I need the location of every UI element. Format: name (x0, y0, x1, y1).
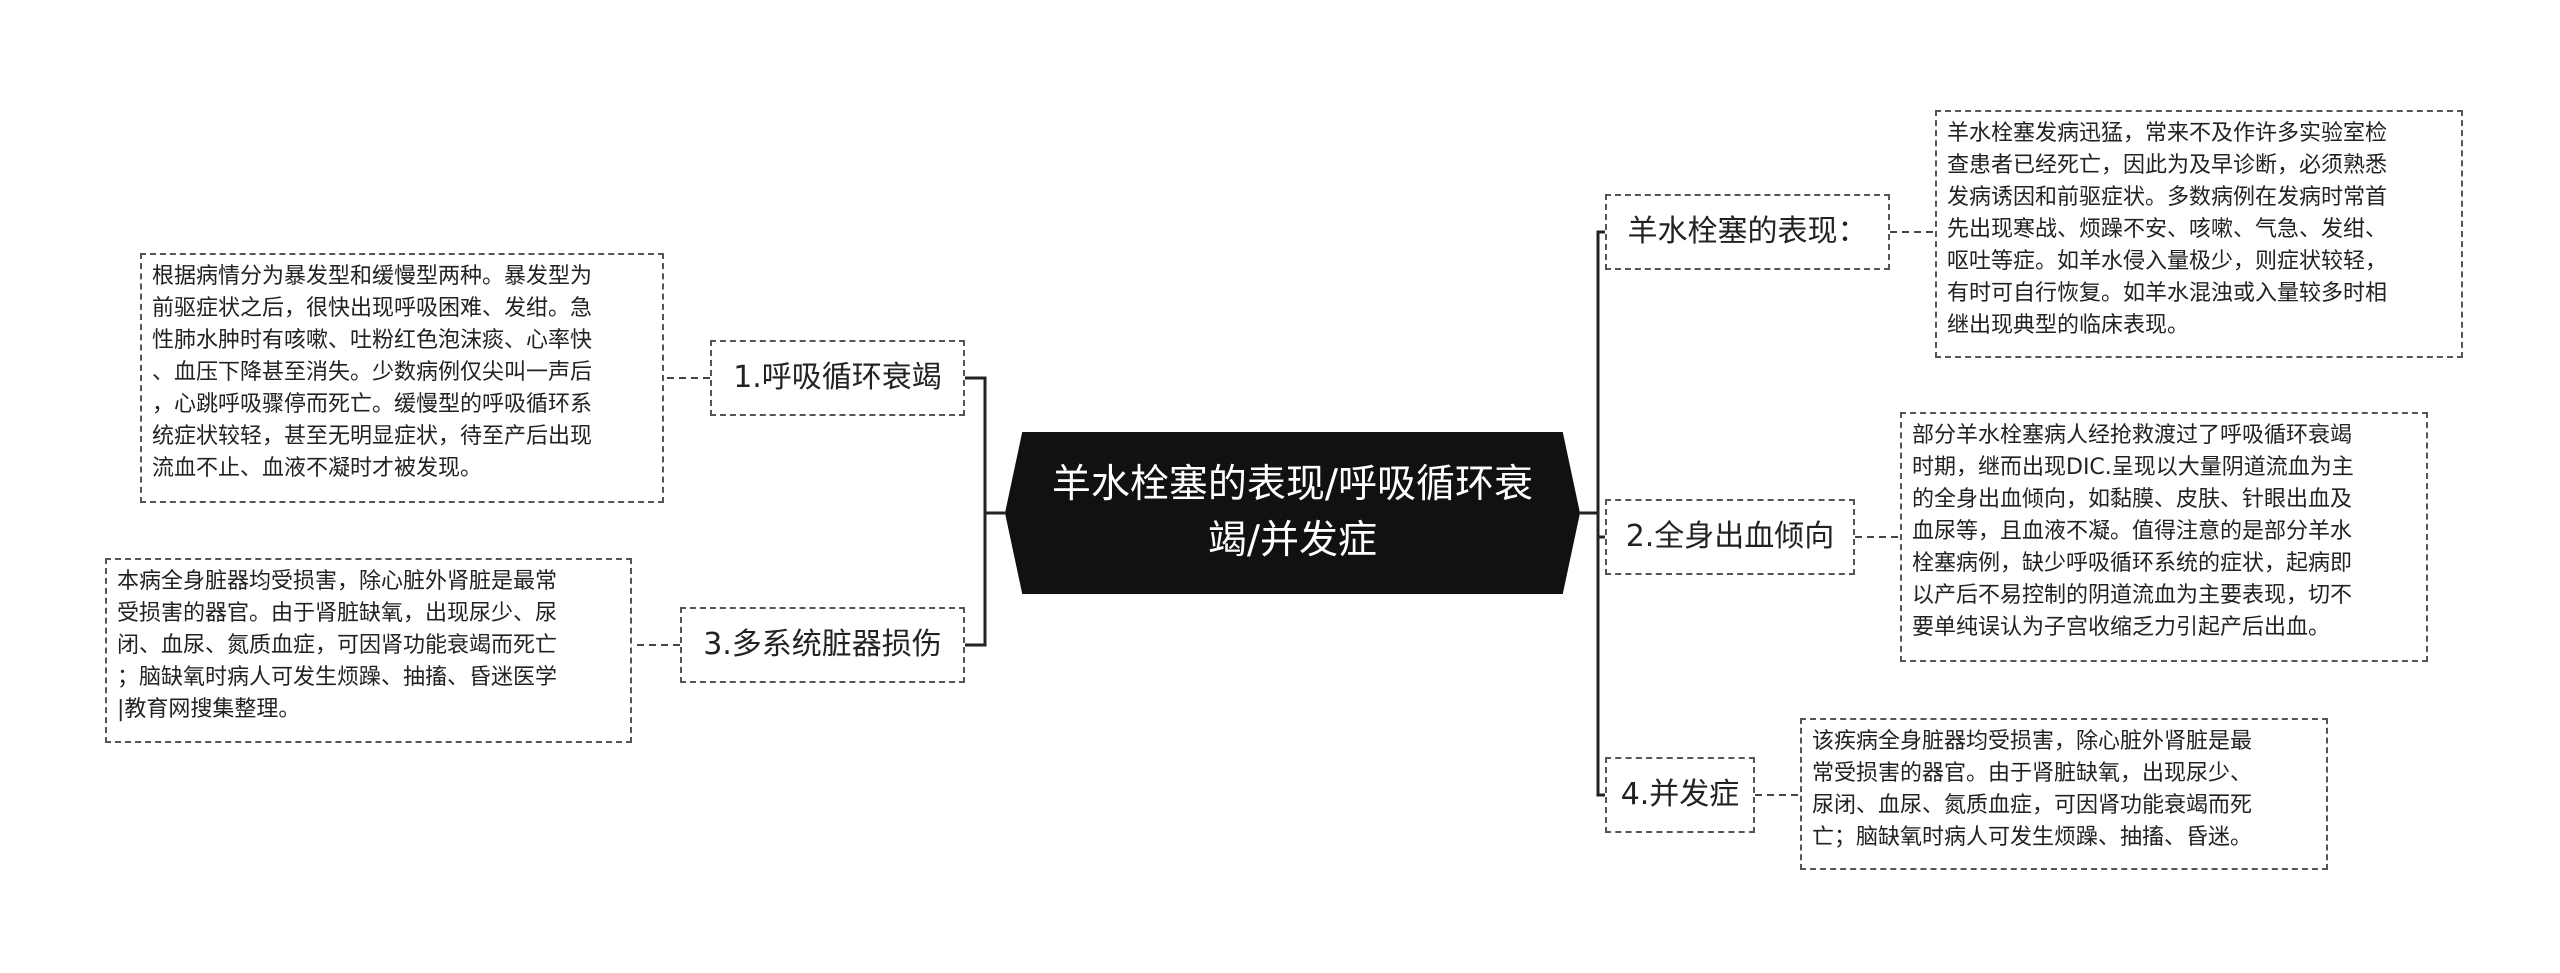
branch-label: 1.呼吸循环衰竭 (733, 360, 942, 395)
note-multi-organ-damage: 本病全身脏器均受损害，除心脏外肾脏是最常 受损害的器官。由于肾脏缺氧，出现尿少、… (105, 558, 632, 743)
central-topic[interactable]: 羊水栓塞的表现/呼吸循环衰竭/并发症 (1005, 432, 1580, 594)
central-topic-title: 羊水栓塞的表现/呼吸循环衰竭/并发症 (1051, 462, 1534, 563)
branch-label: 羊水栓塞的表现： (1627, 214, 1868, 249)
branch-label: 3.多系统脏器损伤 (703, 627, 942, 662)
branch-label: 4.并发症 (1620, 777, 1740, 812)
branch-multi-organ-damage[interactable]: 3.多系统脏器损伤 (680, 607, 965, 683)
branch-respiratory-circulatory-failure[interactable]: 1.呼吸循环衰竭 (710, 340, 965, 416)
branch-label: 2.全身出血倾向 (1625, 519, 1835, 554)
branch-manifestations[interactable]: 羊水栓塞的表现： (1605, 194, 1890, 270)
note-respiratory-circulatory-failure: 根据病情分为暴发型和缓慢型两种。暴发型为 前驱症状之后，很快出现呼吸困难、发绀。… (140, 253, 664, 503)
branch-complications[interactable]: 4.并发症 (1605, 757, 1755, 833)
note-complications: 该疾病全身脏器均受损害，除心脏外肾脏是最 常受损害的器官。由于肾脏缺氧，出现尿少… (1800, 718, 2328, 870)
branch-systemic-bleeding[interactable]: 2.全身出血倾向 (1605, 499, 1855, 575)
note-systemic-bleeding: 部分羊水栓塞病人经抢救渡过了呼吸循环衰竭 时期，继而出现DIC.呈现以大量阴道流… (1900, 412, 2428, 662)
note-manifestations: 羊水栓塞发病迅猛，常来不及作许多实验室检 查患者已经死亡，因此为及早诊断，必须熟… (1935, 110, 2463, 358)
